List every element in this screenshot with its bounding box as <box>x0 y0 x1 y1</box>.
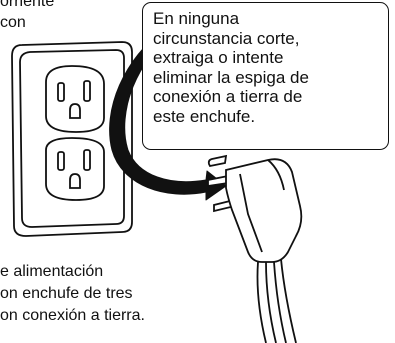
warning-line-6: este enchufe. <box>153 106 256 126</box>
warning-callout: En ninguna circunstancia corte, extraiga… <box>142 2 389 150</box>
intro-line-2: con <box>0 14 26 31</box>
warning-line-2: circunstancia corte, <box>153 28 300 48</box>
upper-receptacle <box>45 65 105 133</box>
arrow-icon <box>109 27 227 201</box>
warning-line-1: En ninguna <box>153 9 240 28</box>
wall-outlet-illustration <box>11 41 133 237</box>
lower-receptacle <box>45 137 105 201</box>
warning-line-5: conexión a tierra de <box>153 87 303 106</box>
intro-text-fragment: orriente con <box>0 0 54 34</box>
body-line-1: e alimentación <box>0 263 104 280</box>
body-line-2: on enchufe de tres <box>0 285 133 302</box>
warning-line-4: eliminar la espiga de <box>153 67 309 87</box>
warning-line-3: extraiga o intente <box>153 48 284 67</box>
body-text-fragment: e alimentación on enchufe de tres on con… <box>0 262 145 328</box>
intro-line-1: orriente <box>0 0 55 10</box>
three-prong-plug-illustration <box>207 154 303 343</box>
body-line-3: on conexión a tierra. <box>0 307 145 324</box>
